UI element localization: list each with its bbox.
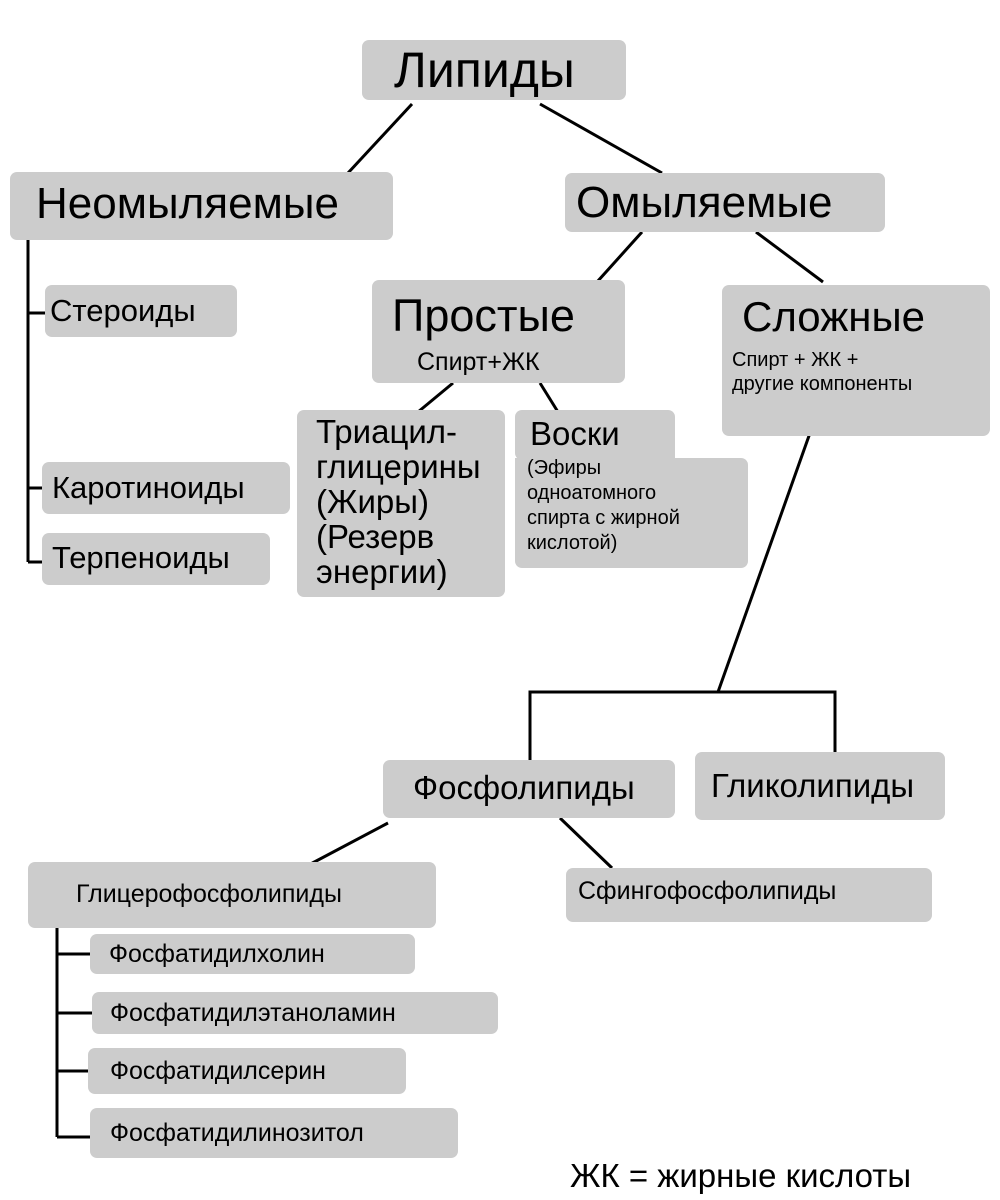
node-lipids-box [362,40,626,100]
phospholipids-title: Фосфолипиды [413,769,635,806]
node-nonsaponifiable-box [10,172,393,240]
waxes-description: (Эфиры одноатомного спирта с жирной кисл… [527,457,680,554]
lipids-title: Липиды [394,42,575,98]
node-sphingophospholipids-box [566,868,932,922]
edge-simple-triacyl [417,381,454,414]
edge-phos-glycero [302,821,389,870]
node-phosphatidylinositol-box [90,1108,458,1158]
node-glycerophospholipids-box [28,862,436,928]
phosphatidylcholine-label: Фосфатидилхолин [109,940,325,968]
saponifiable-title: Омыляемые [576,178,833,227]
triacylglycerols-label: Триацил- глицерины (Жиры) (Резерв энерги… [316,413,481,590]
edge-root-nonsaponifiable [346,102,414,175]
node-complex-box [722,285,990,436]
glycerophospholipids-title: Глицерофосфолипиды [76,880,342,908]
phosphatidylserine-label: Фосфатидилсерин [110,1057,326,1085]
edge-phos-sphingo [558,816,614,870]
node-saponifiable-box [565,173,885,232]
carotenoids-label: Каротиноиды [52,470,245,505]
legend-note: ЖК = жирные кислоты [570,1157,912,1194]
node-triacylglycerols-box [297,410,505,597]
sphingophospholipids-title: Сфингофосфолипиды [578,877,837,905]
node-phosphatidylethanolamine-box [92,992,498,1034]
node-steroids-box [45,285,237,337]
phosphatidylethanolamine-label: Фосфатидилэтаноламин [110,999,396,1027]
complex-title: Сложные [742,293,926,340]
node-waxes-desc-box [515,458,748,568]
node-glycolipids-box [695,752,945,820]
simple-subtitle: Спирт+ЖК [417,348,540,376]
edge-sap-simple [595,230,644,284]
node-phosphatidylcholine-box [90,934,415,974]
complex-subtitle: Спирт + ЖК + другие компоненты [732,349,913,395]
phosphatidylinositol-label: Фосфатидилинозитол [110,1119,364,1147]
glycolipids-title: Гликолипиды [711,767,915,804]
edge-sap-complex [755,230,824,284]
edge-complex-down [716,432,812,693]
steroids-label: Стероиды [50,293,196,328]
node-phosphatidylserine-box [88,1048,406,1094]
node-terpenoids-box [42,533,270,585]
edge-complex-bracket [528,690,837,760]
terpenoids-label: Терпеноиды [52,540,230,575]
node-carotenoids-box [42,462,290,514]
node-simple-box [372,280,625,383]
simple-title: Простые [392,290,575,341]
waxes-title: Воски [530,415,620,452]
edge-root-saponifiable [539,102,663,175]
node-waxes-box [515,410,675,460]
nonsaponifiable-title: Неомыляемые [36,179,339,228]
edge-simple-waxes [538,382,560,413]
node-phospholipids-box [383,760,675,818]
